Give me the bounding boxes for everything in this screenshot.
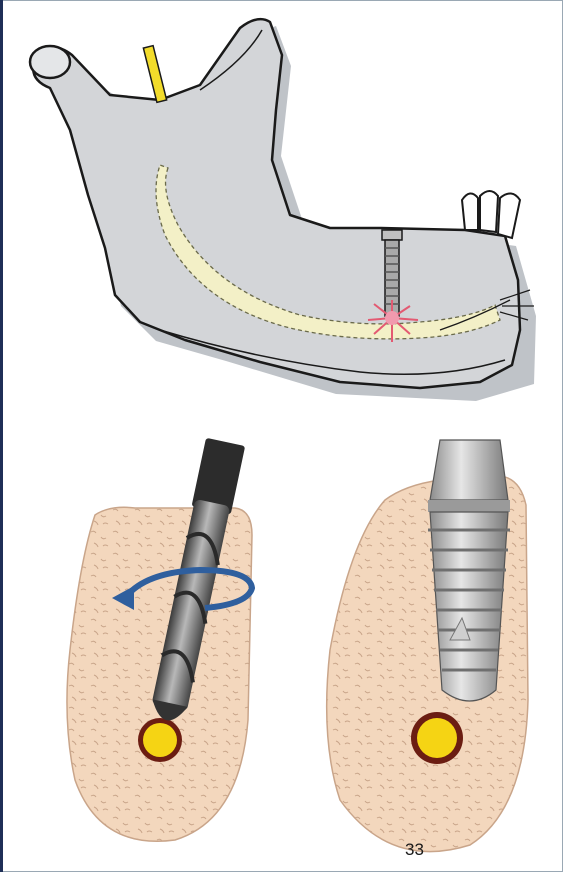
mandible-condyle	[30, 46, 70, 78]
page-number: 33	[405, 840, 424, 860]
lingula-marker	[143, 46, 166, 103]
dental-implant	[428, 440, 510, 701]
teeth	[462, 191, 520, 238]
nerve-cross-section	[143, 723, 177, 757]
nerve-cross-section-right	[417, 718, 457, 758]
mandible-nerve-damage-illustration	[30, 19, 536, 401]
drill-osteotomy-illustration	[67, 438, 252, 841]
implant-nerve-contact-illustration	[327, 440, 528, 852]
